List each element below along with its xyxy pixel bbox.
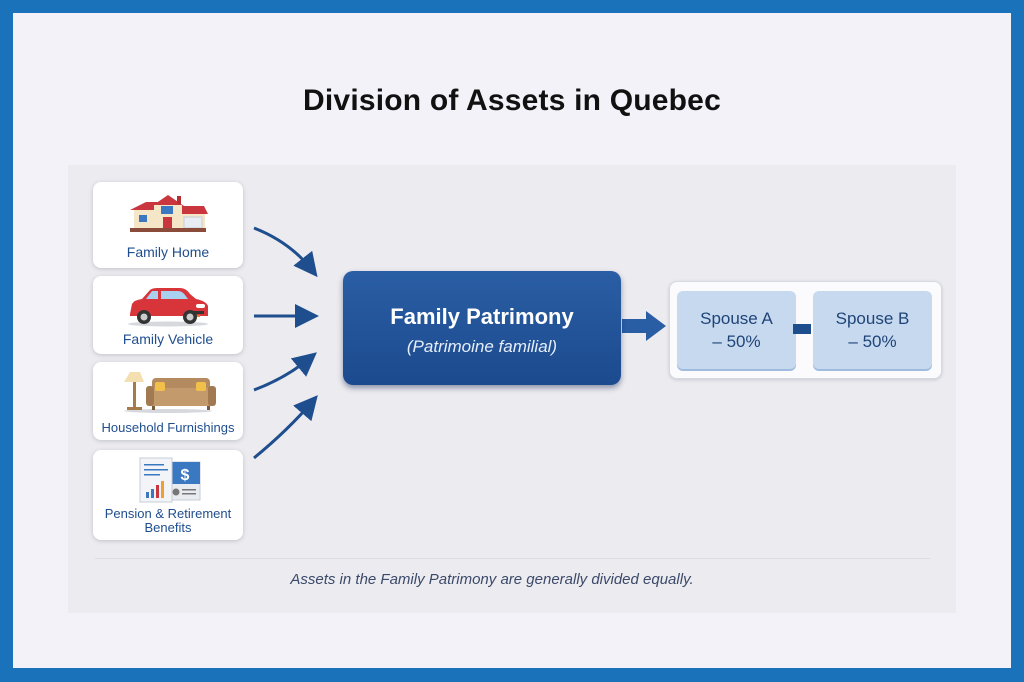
arrow-home-to-patrimony — [253, 226, 318, 278]
spouse-a-box: Spouse A – 50% — [677, 291, 796, 369]
asset-label: Family Vehicle — [122, 331, 214, 347]
arrow-furnishings-to-patrimony — [253, 352, 317, 392]
patrimony-title: Family Patrimony — [390, 304, 574, 329]
footnote-divider — [95, 558, 930, 559]
asset-label: Household Furnishings — [101, 420, 235, 435]
spouse-b-name: Spouse B — [835, 309, 910, 328]
spouse-a-name: Spouse A — [700, 309, 773, 328]
sofa-lamp-icon — [93, 370, 243, 414]
asset-card-pension-retirement: $ Pension & Retirement Benefits — [93, 450, 243, 540]
family-patrimony-box: Family Patrimony (Patrimoine familial) — [343, 271, 621, 385]
pension-documents-icon: $ — [93, 454, 243, 504]
footnote: Assets in the Family Patrimony are gener… — [290, 571, 694, 588]
svg-text:$: $ — [181, 467, 190, 484]
spouse-connector — [793, 324, 811, 334]
arrow-shaft — [622, 319, 648, 333]
diagram-title: Division of Assets in Quebec — [303, 84, 721, 117]
car-icon — [93, 284, 243, 328]
arrow-patrimony-to-split-icon — [646, 311, 666, 341]
asset-card-family-home: Family Home — [93, 182, 243, 268]
asset-card-family-vehicle: Family Vehicle — [93, 276, 243, 354]
asset-card-household-furnishings: Household Furnishings — [93, 362, 243, 440]
asset-label: Pension & Retirement Benefits — [93, 507, 243, 535]
asset-label-line1: Pension & Retirement — [104, 506, 232, 521]
house-icon — [93, 192, 243, 234]
asset-label-line2: Benefits — [144, 520, 192, 535]
patrimony-subtitle: (Patrimoine familial) — [406, 337, 558, 356]
asset-label: Family Home — [126, 244, 210, 260]
spouse-b-share: – 50% — [848, 332, 897, 351]
spouse-b-box: Spouse B – 50% — [813, 291, 932, 369]
spouse-a-share: – 50% — [712, 332, 761, 351]
arrow-pension-to-patrimony — [253, 395, 318, 460]
